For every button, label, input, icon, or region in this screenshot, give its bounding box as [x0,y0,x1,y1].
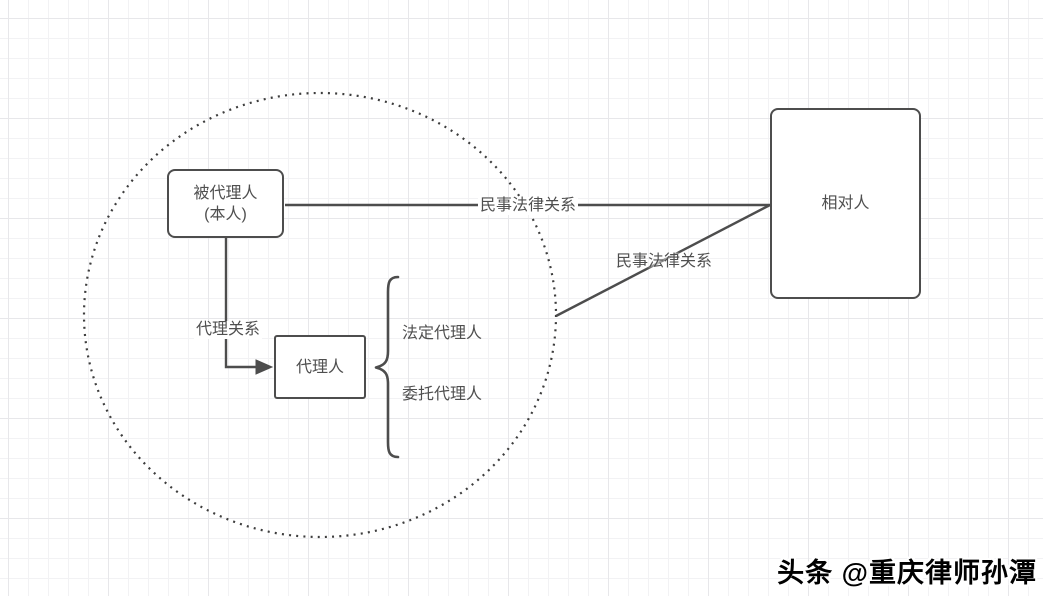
node-agent-label: 代理人 [295,358,344,376]
node-principal-label-line1: 被代理人 [193,184,258,202]
node-counterparty: 相对人 [770,108,921,299]
node-agent: 代理人 [274,335,366,399]
node-principal: 被代理人 (本人) [167,169,284,238]
brace-agent-types [374,275,400,459]
edge-label-civil-relation-diagonal: 民事法律关系 [615,253,713,270]
arrowhead-icon [255,359,274,375]
agency-scope-circle [82,91,558,539]
edge-civil-relation-diagonal [555,203,771,318]
node-counterparty-label: 相对人 [821,195,870,212]
watermark-text: 头条 @重庆律师孙潭 [777,558,1037,588]
edge-agency-connector [224,238,257,369]
node-principal-label-line2: (本人) [204,205,247,223]
edge-label-agency-relation: 代理关系 [193,321,263,339]
agent-type-entrusted: 委托代理人 [402,386,483,403]
agent-type-legal: 法定代理人 [402,325,483,342]
edge-label-civil-relation-top: 民事法律关系 [477,197,579,215]
